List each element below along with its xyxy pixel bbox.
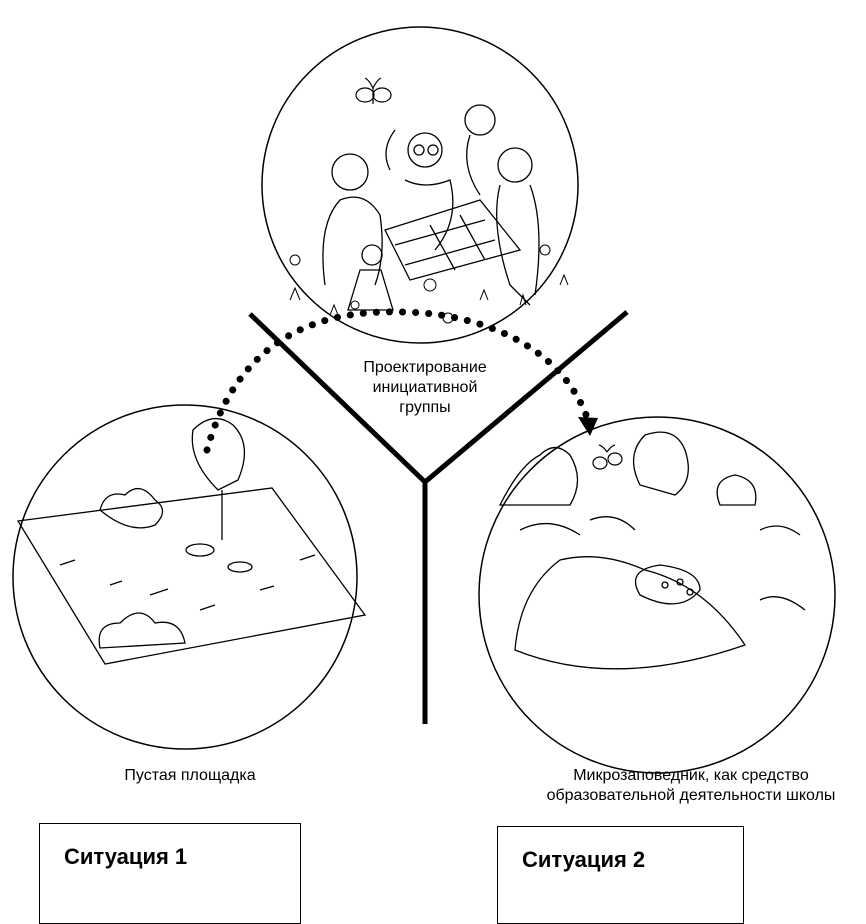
left-caption: Пустая площадка <box>90 766 290 786</box>
situation-2-box: Ситуация 2 <box>497 826 744 924</box>
center-label-line-3: группы <box>330 398 520 418</box>
right-caption-line-2: образовательной деятельности школы <box>516 786 866 806</box>
arrow-head-icon <box>578 417 598 436</box>
left-caption-text: Пустая площадка <box>90 766 290 786</box>
micro-reserve-sketch <box>500 432 805 669</box>
top-illustration <box>262 27 578 343</box>
butterfly-icon <box>356 78 391 104</box>
butterfly-icon-right <box>593 445 622 469</box>
right-illustration <box>479 417 835 773</box>
situation-1-title: Ситуация 1 <box>64 844 187 870</box>
center-label-line-2: инициативной <box>330 378 520 398</box>
center-label-line-1: Проектирование <box>330 358 520 378</box>
situation-2-title: Ситуация 2 <box>522 847 645 873</box>
left-illustration <box>13 405 365 749</box>
center-label: Проектирование инициативной группы <box>330 358 520 418</box>
empty-plot-sketch <box>18 419 365 664</box>
situation-1-box: Ситуация 1 <box>39 823 301 924</box>
right-caption-line-1: Микрозаповедник, как средство <box>516 766 866 786</box>
right-caption: Микрозаповедник, как средство образовате… <box>516 766 866 806</box>
